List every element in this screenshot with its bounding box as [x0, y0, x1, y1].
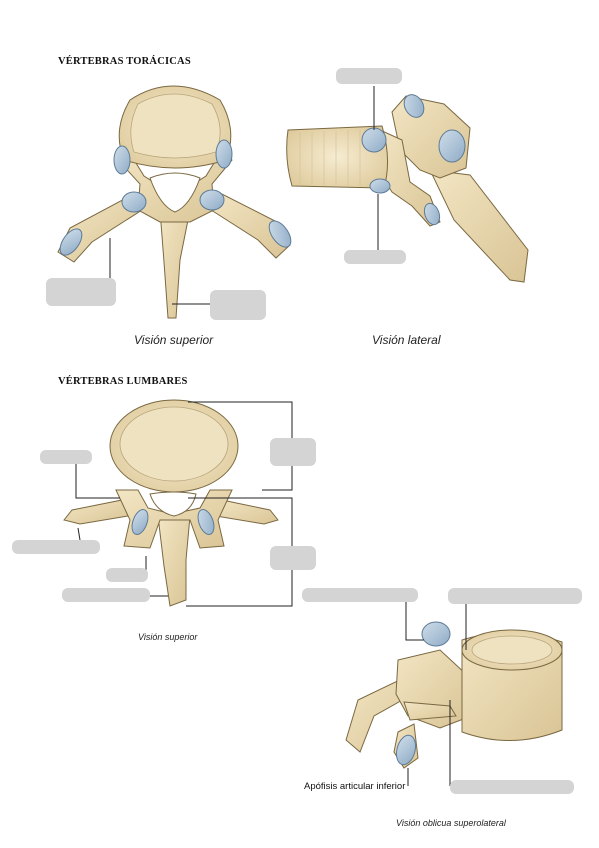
- thoracic-lateral-vertebra: [286, 95, 529, 283]
- lumbar-superior-vertebra: [63, 399, 279, 607]
- thoracic-superior-leader-lines: [109, 238, 210, 305]
- lumbar-section-title: VÉRTEBRAS LUMBARES: [58, 376, 188, 387]
- lumbar-oblique-vertebra: [345, 629, 563, 769]
- inferior-articular-facet: [423, 202, 441, 226]
- thoracic-section-title: VÉRTEBRAS TORÁCICAS: [58, 56, 191, 67]
- transverse-costal-facet: [438, 129, 466, 163]
- label-blank-thoracic-spinous-process[interactable]: [210, 290, 266, 320]
- caption-lumbar-superior: Visión superior: [138, 632, 198, 642]
- transverse-costal-facet-left: [59, 228, 83, 256]
- label-blank-thoracic-transverse-process[interactable]: [46, 278, 116, 306]
- superior-articular-facet: [403, 94, 425, 118]
- lumbar-oblique-superior-facet: [421, 621, 451, 647]
- label-blank-lumbar-body[interactable]: [270, 438, 316, 466]
- lumbar-superior-facet-right: [197, 509, 215, 535]
- superior-articular-facet-left: [121, 191, 147, 213]
- lumbar-oblique-leader-lines: [405, 600, 467, 786]
- label-blank-oblique-transverse-process[interactable]: [450, 780, 574, 794]
- label-inferior-articular-process: Apófisis articular inferior: [304, 781, 406, 792]
- caption-lumbar-oblique: Visión oblicua superolateral: [396, 818, 506, 828]
- superior-costal-facet: [361, 127, 387, 153]
- label-blank-lumbar-mammillary-process[interactable]: [106, 568, 148, 582]
- caption-thoracic-superior: Visión superior: [134, 333, 214, 347]
- label-blank-lumbar-arch[interactable]: [270, 546, 316, 570]
- lumbar-oblique-inferior-facet: [395, 734, 417, 766]
- superior-articular-facet-right: [199, 189, 225, 211]
- costal-facet-right: [215, 139, 233, 169]
- label-blank-lumbar-spinous-process[interactable]: [62, 588, 150, 602]
- lumbar-superior-facet-left: [131, 509, 149, 535]
- label-blank-oblique-vertebral-body[interactable]: [448, 588, 582, 604]
- transverse-costal-facet-right: [268, 220, 292, 248]
- label-blank-oblique-superior-articular-process[interactable]: [302, 588, 418, 602]
- caption-thoracic-lateral: Visión lateral: [372, 333, 441, 347]
- label-blank-thoracic-superior-costal-facet[interactable]: [336, 68, 402, 84]
- thoracic-lateral-leader-lines: [373, 86, 379, 250]
- label-blank-thoracic-inferior-costal-facet[interactable]: [344, 250, 406, 264]
- label-blank-lumbar-transverse-process[interactable]: [12, 540, 100, 554]
- costal-facet-left: [113, 145, 131, 175]
- inferior-costal-facet: [369, 178, 391, 194]
- label-blank-lumbar-pedicle[interactable]: [40, 450, 92, 464]
